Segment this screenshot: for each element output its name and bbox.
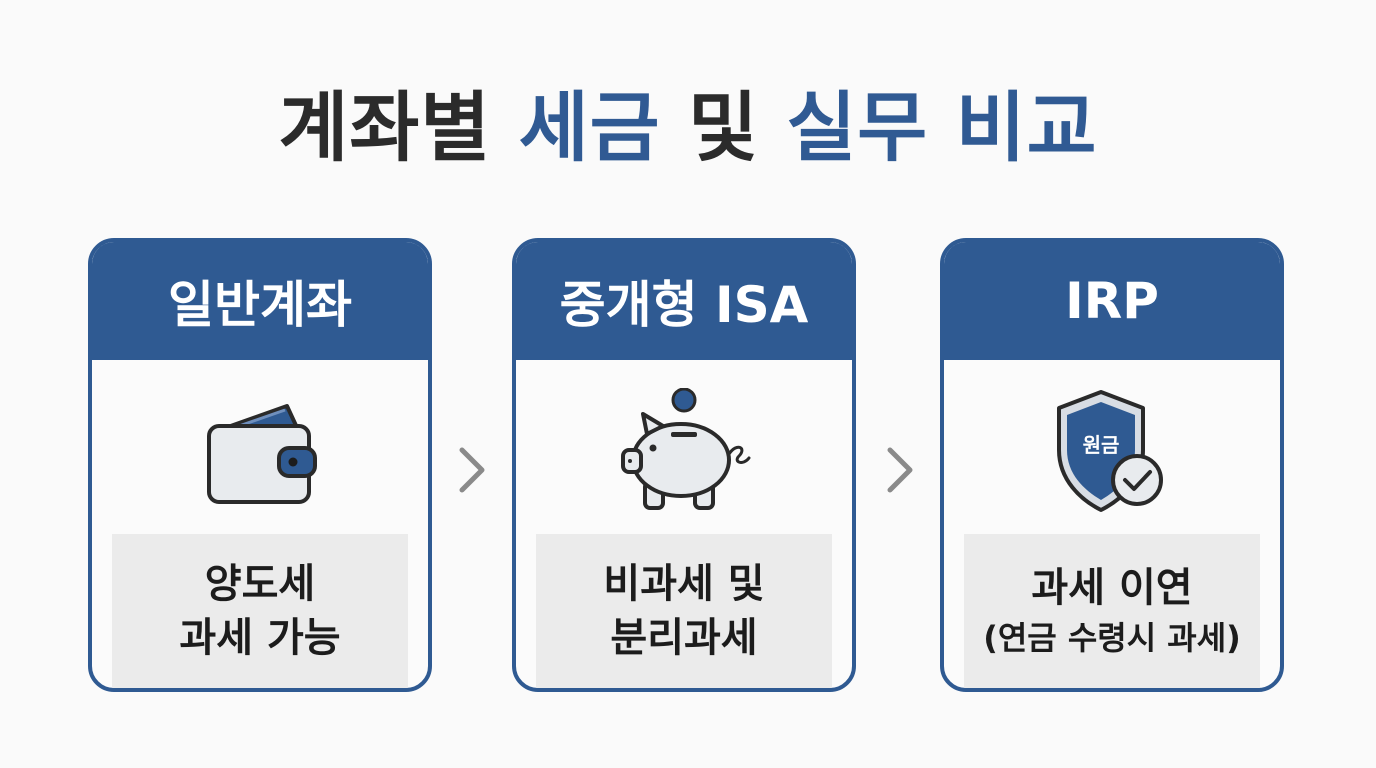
- title-part-3: 및: [688, 83, 759, 172]
- chevron-right-icon: [887, 447, 913, 493]
- card-header: IRP: [944, 242, 1280, 360]
- shield-check-icon: 원금: [944, 388, 1280, 518]
- card-description: 과세 이연 (연금 수령시 과세): [964, 534, 1260, 688]
- card-header: 일반계좌: [92, 242, 428, 360]
- title-part-1: 계좌별: [278, 83, 492, 172]
- card-irp-account: IRP 원금 과세 이연 (연금 수령시 과세): [940, 238, 1284, 692]
- card-description: 양도세 과세 가능: [112, 534, 408, 688]
- wallet-icon: [92, 388, 428, 518]
- title-part-4: 실무 비교: [786, 83, 1098, 172]
- description-line-2: (연금 수령시 과세): [983, 619, 1241, 657]
- piggy-bank-icon: [516, 388, 852, 518]
- card-isa-account: 중개형 ISA 비과세 및 분리과세: [512, 238, 856, 692]
- chevron-right-icon: [459, 447, 485, 493]
- description-line-2: 과세 가능: [179, 615, 341, 661]
- card-description: 비과세 및 분리과세: [536, 534, 832, 688]
- shield-label: 원금: [1083, 433, 1120, 457]
- description-line-1: 양도세: [204, 561, 316, 607]
- page-title: 계좌별 세금 및 실무 비교: [0, 78, 1376, 178]
- card-general-account: 일반계좌 양도세 과세 가능: [88, 238, 432, 692]
- description-line-1: 비과세 및: [603, 561, 765, 607]
- title-part-2: 세금: [518, 83, 661, 172]
- description-line-1: 과세 이연: [1031, 565, 1193, 611]
- description-line-2: 분리과세: [610, 615, 758, 661]
- card-header: 중개형 ISA: [516, 242, 852, 360]
